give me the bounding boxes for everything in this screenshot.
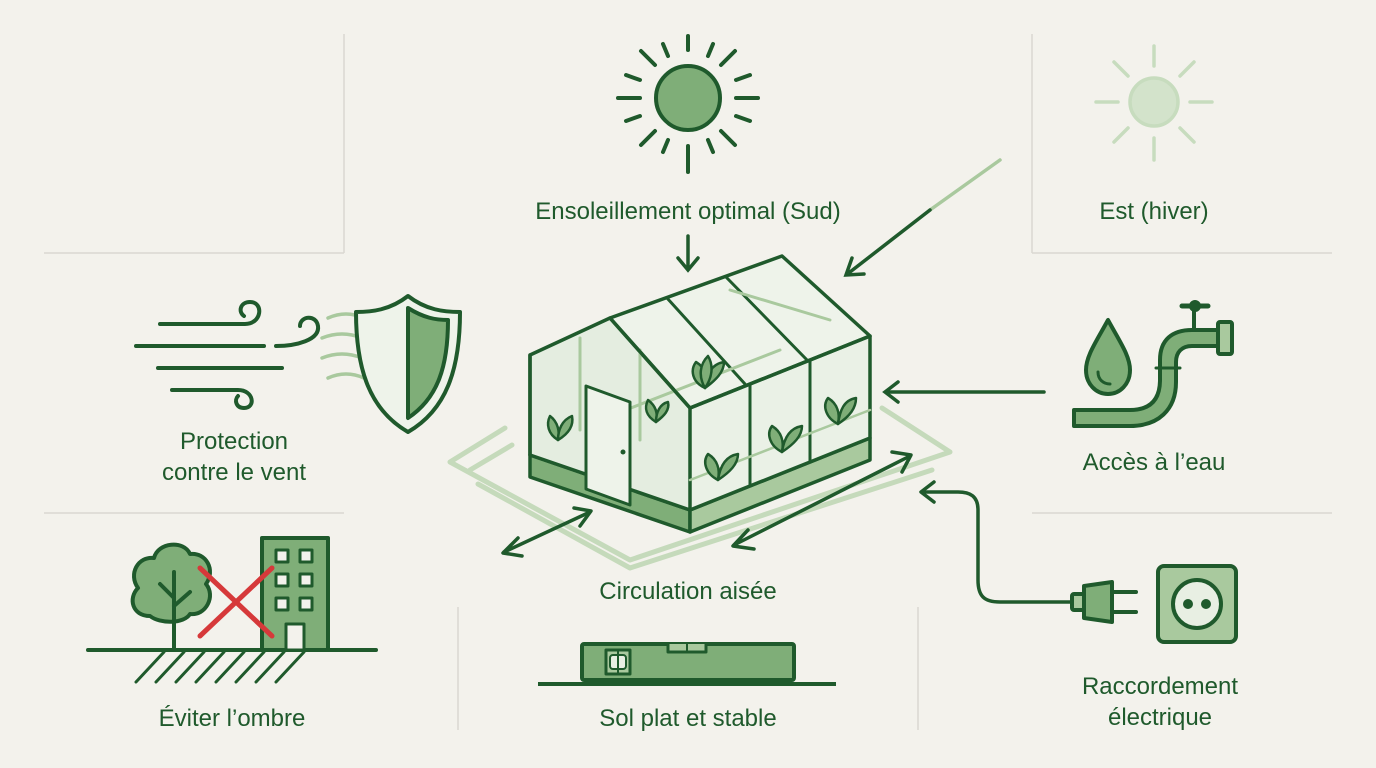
panel-dividers <box>44 34 1332 730</box>
power-cable <box>919 480 1072 604</box>
greenhouse-icon <box>528 254 872 534</box>
label-shade: Éviter l’ombre <box>158 705 306 732</box>
plug-icon <box>1070 580 1138 624</box>
label-water: Accès à l’eau <box>1082 449 1226 476</box>
label-power: Raccordement électrique <box>1081 673 1239 731</box>
sun-icon <box>616 34 760 174</box>
east-arrow <box>843 158 1002 277</box>
label-sun-south: Ensoleillement optimal (Sud) <box>535 198 841 225</box>
spirit-level-icon <box>538 642 836 686</box>
wind-icon <box>134 299 320 411</box>
water-drop-icon <box>1084 318 1132 396</box>
faucet-icon <box>1072 300 1234 428</box>
label-wind-protection: Protection contre le vent <box>161 428 307 486</box>
label-sun-east: Est (hiver) <box>1099 198 1209 225</box>
cross-icon <box>197 565 275 639</box>
circulation-path <box>447 405 953 571</box>
faded-sun-icon <box>1094 44 1214 162</box>
building-icon <box>260 536 330 652</box>
circulation-arrows <box>501 450 913 558</box>
ground-hatch <box>86 648 378 684</box>
label-circulation: Circulation aisée <box>599 578 777 605</box>
water-arrow <box>882 380 1046 404</box>
socket-icon <box>1156 564 1238 644</box>
tree-icon <box>130 542 212 650</box>
sun-arrow <box>676 234 700 273</box>
label-ground: Sol plat et stable <box>599 705 777 732</box>
shield-icon <box>354 294 462 434</box>
